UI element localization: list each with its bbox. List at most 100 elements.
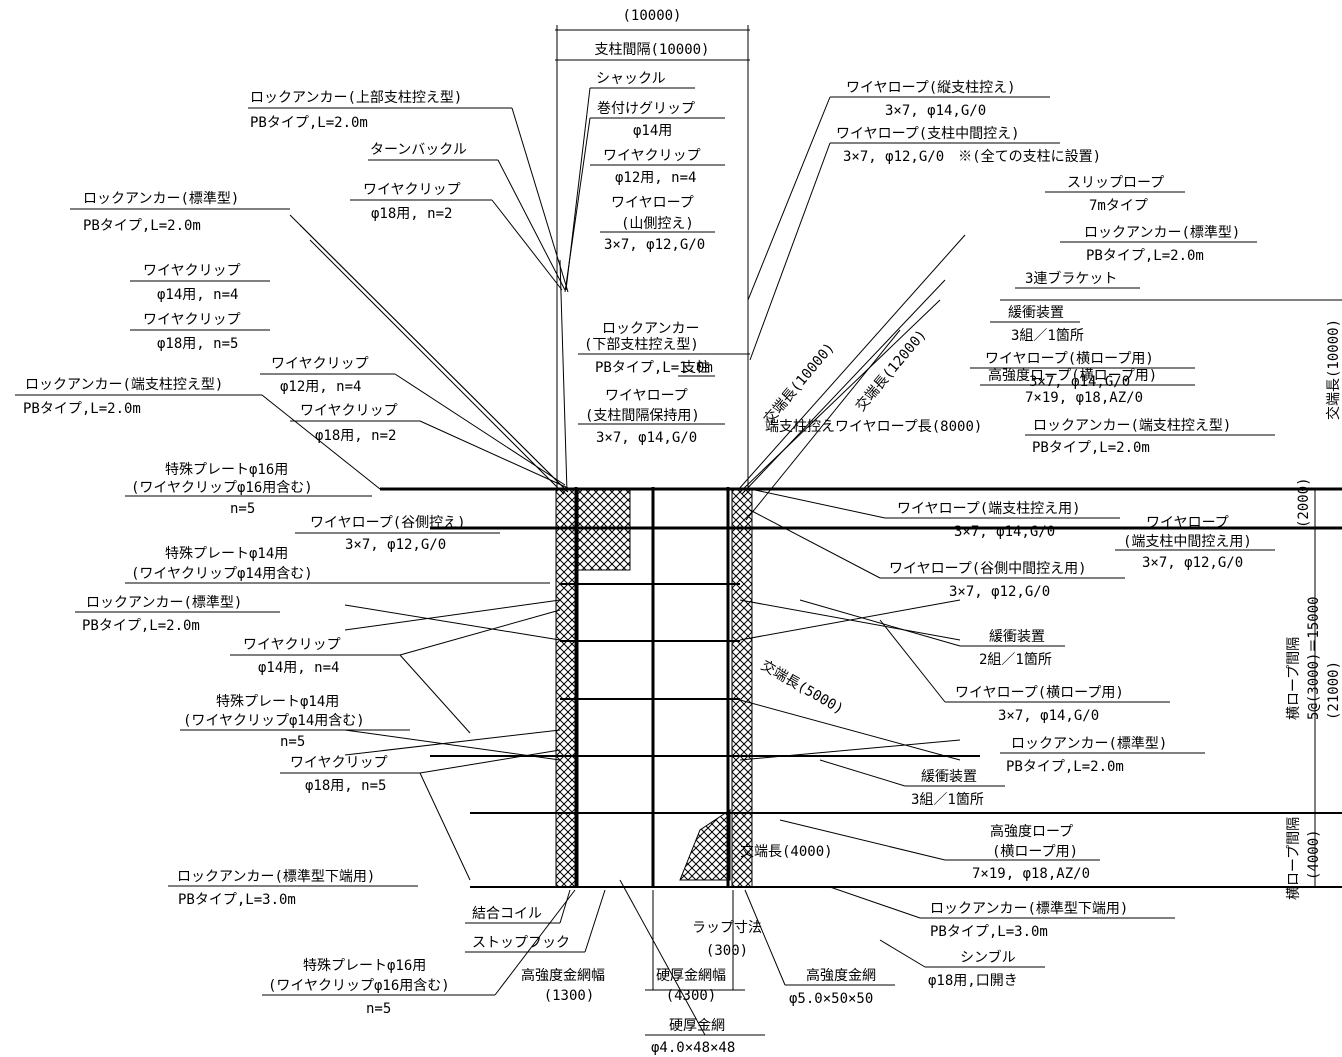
label-sub: φ18用, n=2 bbox=[371, 206, 452, 222]
labels-center: シャックル 巻付けグリップ φ14用 ワイヤクリップ φ12用, n=4 ワイヤ… bbox=[465, 71, 895, 1056]
label-sub: n=5 bbox=[366, 1001, 391, 1017]
label-title: ストップフック bbox=[472, 935, 570, 951]
label-sub: φ18用, n=5 bbox=[305, 778, 386, 794]
label-sub: 7×19, φ18,AZ/0 bbox=[1025, 390, 1143, 406]
label-title: ロックアンカー(端支柱控え型) bbox=[1033, 418, 1231, 434]
label-sub: 3組／1箇所 bbox=[1011, 327, 1084, 344]
label-sub: (山側控え) bbox=[621, 216, 694, 232]
label-sub: (横ロープ用) bbox=[992, 844, 1078, 860]
dim-lap-val: (300) bbox=[706, 943, 748, 959]
label-title: ロックアンカー(標準型下端用) bbox=[177, 869, 375, 885]
label-sub: PBタイプ,L=2.0m bbox=[83, 218, 201, 234]
label-title: ワイヤロープ(縦支柱控え) bbox=[846, 80, 1016, 96]
label-title: ワイヤクリップ bbox=[143, 263, 241, 279]
label-sub: φ14用, n=4 bbox=[258, 660, 339, 676]
label-title: 巻付けグリップ bbox=[597, 101, 695, 117]
dim-cross-12000: 交端長(12000) bbox=[852, 326, 930, 414]
label-sub: φ12用, n=4 bbox=[280, 379, 361, 395]
label-sub: n=5 bbox=[280, 734, 305, 750]
label-sub: (ワイヤクリップφ16用含む) bbox=[268, 978, 450, 994]
label-title: ワイヤクリップ bbox=[300, 403, 398, 419]
dim-end-post-rope: 端支柱控えワイヤロープ長(8000) bbox=[765, 419, 982, 435]
label-title: ロックアンカー(標準型) bbox=[1011, 736, 1167, 752]
label-title: ロックアンカー(端支柱控え型) bbox=[25, 377, 223, 393]
label-sub: PBタイプ,L=2.0m bbox=[1006, 759, 1124, 775]
label-title: ロックアンカー bbox=[602, 321, 699, 337]
label-sub: PBタイプ,L=1.0m bbox=[595, 360, 713, 376]
label-title: 特殊プレートφ14用 bbox=[165, 546, 288, 562]
rope-lines bbox=[289, 214, 1342, 888]
label-sub: 3×7, φ12,G/0 bbox=[949, 584, 1050, 600]
dim-thick-width: 硬厚金網幅 bbox=[656, 968, 726, 984]
label-title: ターンバックル bbox=[370, 142, 467, 158]
leader-lines bbox=[261, 87, 961, 1036]
label-title: 高強度金網 bbox=[806, 967, 876, 984]
label-title: 緩衝装置 bbox=[989, 629, 1045, 645]
dim-right-overall-2: (21000) bbox=[1326, 661, 1342, 720]
label-title: 高強度ロープ(横ロープ用) bbox=[988, 367, 1157, 384]
label-sub: 3×7, φ14,G/0 bbox=[596, 430, 697, 446]
label-title: ロックアンカー(標準型下端用) bbox=[930, 901, 1128, 917]
label-sub: φ18用, n=2 bbox=[315, 428, 396, 444]
label-title: ワイヤクリップ bbox=[243, 637, 341, 653]
label-title: 特殊プレートφ16用 bbox=[165, 462, 288, 478]
label-sub: φ18用,口開き bbox=[928, 973, 1018, 989]
label-title: ロックアンカー(標準型) bbox=[1084, 225, 1240, 241]
label-sub: φ18用, n=5 bbox=[157, 336, 238, 352]
dim-cross-10000: 交端長(10000) bbox=[760, 339, 838, 427]
label-title: ロックアンカー(上部支柱控え型) bbox=[250, 90, 462, 106]
label-title: ワイヤクリップ bbox=[271, 356, 369, 372]
label-sub: PBタイプ,L=2.0m bbox=[23, 401, 141, 417]
label-sub: 3×7, φ12,G/0 bbox=[345, 537, 446, 553]
label-title: ワイヤクリップ bbox=[143, 312, 241, 328]
label-title: ワイヤロープ(横ロープ用) bbox=[985, 351, 1154, 367]
label-sub: PBタイプ,L=2.0m bbox=[1086, 248, 1204, 264]
label-title: ロックアンカー(標準型) bbox=[86, 595, 242, 611]
label-sub: (端支柱中間控え用) bbox=[1123, 534, 1252, 550]
label-title: 緩衝装置 bbox=[1008, 305, 1064, 321]
dim-top-overall: (10000) bbox=[622, 8, 681, 24]
label-title: ワイヤロープ bbox=[1146, 515, 1229, 531]
label-sub: (下部支柱控え型) bbox=[584, 337, 699, 353]
dim-hs-width-val: (1300) bbox=[544, 988, 595, 1004]
label-title: 緩衝装置 bbox=[921, 769, 977, 785]
label-sub: PBタイプ,L=2.0m bbox=[82, 618, 200, 634]
label-title: ワイヤクリップ bbox=[603, 148, 701, 164]
label-sub: n=5 bbox=[230, 501, 255, 517]
label-sub: 3×7, φ14,G/0 bbox=[998, 708, 1099, 724]
label-title: 硬厚金網 bbox=[669, 1018, 725, 1034]
label-title: ワイヤロープ(谷側控え) bbox=[310, 515, 466, 531]
label-title: 3連ブラケット bbox=[1025, 270, 1117, 287]
label-sub: (支柱間隔保持用) bbox=[585, 408, 700, 424]
label-sub: 7mタイプ bbox=[1089, 198, 1148, 214]
label-sub: 3×7, φ14,G/0 bbox=[885, 103, 986, 119]
label-sub: PBタイプ,L=3.0m bbox=[178, 892, 296, 908]
dim-post-spacing: 支柱間隔(10000) bbox=[594, 42, 709, 58]
label-sub: 3×7, φ14,G/0 bbox=[1029, 374, 1130, 390]
dim-right-top: (2000) bbox=[1296, 477, 1312, 528]
dim-right-bot-2: (4000) bbox=[1306, 829, 1322, 880]
label-sub: φ14用 bbox=[633, 123, 672, 139]
dim-right-bot: 横ロープ間隔 bbox=[1286, 817, 1302, 900]
label-title: ワイヤロープ(支柱中間控え) bbox=[836, 126, 1020, 142]
label-sub: 3×7, φ12,G/0 bbox=[604, 237, 705, 253]
label-title: ロックアンカー(標準型) bbox=[83, 191, 239, 207]
label-title: 高強度ロープ bbox=[990, 823, 1073, 840]
label-sub: 3×7, φ12,G/0 ※(全ての支柱に設置) bbox=[843, 148, 1101, 165]
label-sub: φ4.0×48×48 bbox=[651, 1040, 735, 1056]
label-title: ワイヤロープ(端支柱控え用) bbox=[897, 501, 1081, 517]
labels-left: ロックアンカー(上部支柱控え型) PBタイプ,L=2.0m ターンバックル ワイ… bbox=[15, 90, 550, 1017]
label-sub: PBタイプ,L=2.0m bbox=[250, 115, 368, 131]
label-sub: (ワイヤクリップφ16用含む) bbox=[131, 480, 313, 496]
label-title: 特殊プレートφ16用 bbox=[303, 958, 426, 974]
label-title: ワイヤロープ(谷側中間控え用) bbox=[889, 561, 1087, 577]
dim-right-overall: 交端長(10000) bbox=[1325, 319, 1342, 420]
dim-hs-width: 高強度金網幅 bbox=[521, 967, 605, 984]
label-title: 結合コイル bbox=[472, 906, 542, 922]
label-sub: PBタイプ,L=3.0m bbox=[930, 924, 1048, 940]
label-title: ワイヤクリップ bbox=[290, 755, 388, 771]
label-sub: φ12用, n=4 bbox=[615, 170, 696, 186]
dim-thick-width-val: (4300) bbox=[666, 988, 717, 1004]
label-sub: φ14用, n=4 bbox=[157, 287, 238, 303]
